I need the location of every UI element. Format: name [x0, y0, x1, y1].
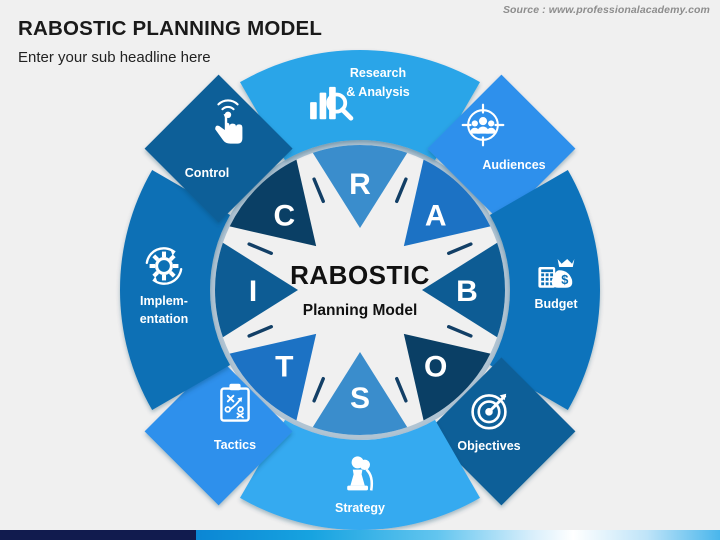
outer-shape — [240, 49, 480, 161]
outer-shape — [489, 170, 600, 410]
inner-wedge-b[interactable]: B — [422, 242, 505, 338]
segment-label-c: Control — [185, 166, 229, 180]
outer-shape — [144, 357, 293, 506]
outer-shape — [427, 357, 576, 506]
calculator-money-bag-icon: $ — [538, 259, 575, 288]
bottom-bar-navy — [0, 530, 196, 540]
label-line: Implem- — [140, 294, 188, 308]
label-line: Strategy — [335, 501, 385, 515]
segment-label-b: Budget — [534, 297, 578, 311]
label-line: Tactics — [214, 438, 256, 452]
inner-wedges-layer: R A B O S T I C — [214, 144, 505, 435]
label-line: Research — [350, 66, 406, 80]
wedge-shape — [229, 159, 317, 247]
wedge-letter: B — [456, 275, 478, 308]
touch-hand-icon — [215, 99, 243, 144]
svg-text:$: $ — [561, 272, 568, 287]
wedge-shape — [403, 159, 491, 247]
chess-pawn-icon — [347, 456, 374, 491]
outer-shape — [144, 74, 293, 223]
bar-chart-magnifier-icon — [310, 86, 354, 121]
separator-dash — [247, 325, 274, 338]
separator-dash — [446, 242, 473, 255]
outer-segment-research-analysis[interactable] — [240, 49, 480, 161]
wedge-shape — [312, 144, 408, 228]
outer-shape — [427, 74, 576, 223]
gear-cycle-icon — [145, 247, 183, 285]
segment-label-o: Objectives — [457, 439, 520, 453]
separator-dashes-layer — [247, 177, 473, 403]
label-line: Audiences — [482, 158, 545, 172]
wedge-shape — [403, 333, 491, 421]
wedge-letter: O — [424, 351, 447, 384]
center-subtitle: Planning Model — [303, 302, 418, 319]
label-line: & Analysis — [346, 85, 410, 99]
bottom-bar-gradient — [196, 530, 720, 540]
bottom-accent-bar — [0, 530, 720, 540]
wedge-shape — [312, 352, 408, 435]
separator-dash — [247, 242, 274, 255]
inner-wedge-t[interactable]: T — [229, 333, 317, 421]
inner-wedge-o[interactable]: O — [403, 333, 491, 421]
separator-dash — [395, 376, 408, 403]
wedge-shape — [229, 333, 317, 421]
wedge-shape — [214, 242, 298, 338]
wedge-letter: I — [249, 275, 257, 308]
segment-label-r: Research & Analysis — [346, 66, 410, 99]
label-line: Budget — [534, 297, 578, 311]
source-attribution: Source : www.professionalacademy.com — [502, 4, 710, 16]
wedge-letter: T — [275, 351, 293, 384]
wedge-letter: R — [349, 168, 371, 201]
outer-shape — [120, 170, 231, 410]
inner-wedge-r[interactable]: R — [312, 144, 408, 228]
outer-segments-layer — [120, 49, 600, 530]
target-audience-icon — [461, 103, 505, 147]
label-line: Objectives — [457, 439, 520, 453]
separator-dash — [312, 376, 325, 403]
outer-segment-control[interactable] — [144, 74, 293, 223]
separator-dash — [312, 177, 325, 204]
wedge-letter: C — [274, 199, 296, 232]
page-subtitle: Enter your sub headline here — [18, 49, 211, 66]
outer-segment-audiences[interactable] — [427, 74, 576, 223]
segment-labels-layer: Research & AnalysisAudiencesBudgetObjecti… — [140, 66, 579, 515]
page-title: RABOSTIC PLANNING MODEL — [18, 17, 323, 40]
inner-wedge-c[interactable]: C — [229, 159, 317, 247]
outer-segment-budget[interactable] — [489, 170, 600, 410]
outer-segment-implementation[interactable] — [120, 170, 231, 410]
inner-wedge-i[interactable]: I — [214, 242, 298, 338]
wedge-letter: A — [425, 199, 447, 232]
dartboard-target-icon — [471, 393, 507, 430]
center-text-group: RABOSTIC Planning Model — [290, 260, 430, 319]
clipboard-playbook-icon — [220, 383, 250, 422]
inner-wedge-a[interactable]: A — [403, 159, 491, 247]
label-line: Control — [185, 166, 229, 180]
label-line: entation — [140, 312, 189, 326]
segment-label-i: Implem-entation — [140, 294, 189, 326]
center-title: RABOSTIC — [290, 260, 430, 290]
outer-segment-objectives[interactable] — [427, 357, 576, 506]
outer-segment-tactics[interactable] — [144, 357, 293, 506]
separator-dash — [395, 177, 408, 204]
segment-icons-layer: $ — [145, 86, 575, 491]
segment-label-a: Audiences — [482, 158, 545, 172]
wedge-shape — [422, 242, 505, 338]
inner-wedge-s[interactable]: S — [312, 352, 408, 435]
segment-label-t: Tactics — [214, 438, 256, 452]
wedge-letter: S — [350, 382, 370, 415]
separator-dash — [446, 325, 473, 338]
segment-label-s: Strategy — [335, 501, 385, 515]
